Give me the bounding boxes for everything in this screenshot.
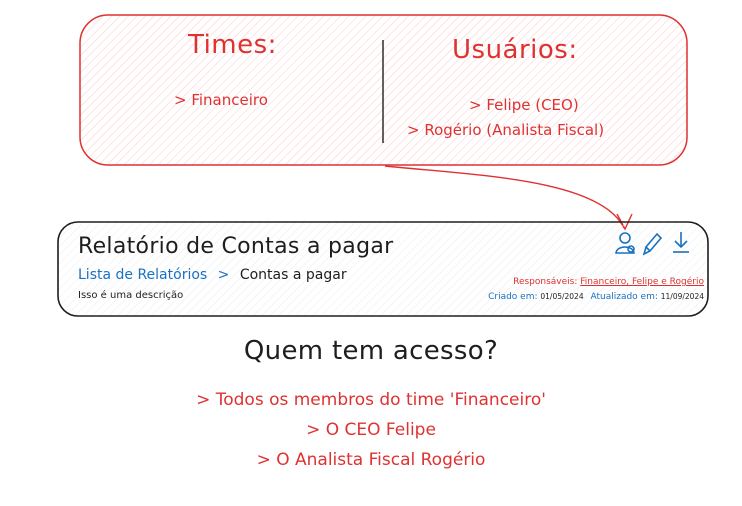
atualizado-label: Atualizado em: [590,292,658,302]
answer-item: > O Analista Fiscal Rogério [256,450,486,470]
report-card [57,221,709,317]
breadcrumb-separator: > [217,267,230,283]
breadcrumb-link[interactable]: Lista de Relatórios [78,267,208,283]
criado-value: 01/05/2024 [540,292,584,301]
dates-row: Criado em: 01/05/2024 Atualizado em: 11/… [488,292,704,302]
teams-title: Times: [188,30,277,60]
atualizado-value: 11/09/2024 [660,292,704,301]
responsaveis-label: Responsáveis: [513,277,578,287]
users-title: Usuários: [452,35,578,65]
answer-item: > O CEO Felipe [306,420,436,440]
report-title: Relatório de Contas a pagar [78,234,394,259]
breadcrumb: Lista de Relatórios > Contas a pagar [78,267,347,283]
users-icon[interactable] [615,232,635,254]
answer-item: > Todos os membros do time 'Financeiro' [196,390,546,410]
report-description: Isso é uma descrição [78,290,184,301]
edit-icon[interactable] [642,232,663,256]
criado-label: Criado em: [488,292,538,302]
question-heading: Quem tem acesso? [243,336,499,366]
breadcrumb-current: Contas a pagar [239,267,347,283]
responsaveis-row: Responsáveis: Financeiro, Felipe e Rogér… [513,277,704,287]
download-icon[interactable] [673,232,689,253]
user-item-felipe: > Felipe (CEO) [469,96,579,114]
user-item-rogerio: > Rogério (Analista Fiscal) [407,121,605,139]
team-item-financeiro: > Financeiro [174,91,268,109]
responsaveis-value[interactable]: Financeiro, Felipe e Rogério [580,277,704,287]
callout-arrow [384,165,625,229]
